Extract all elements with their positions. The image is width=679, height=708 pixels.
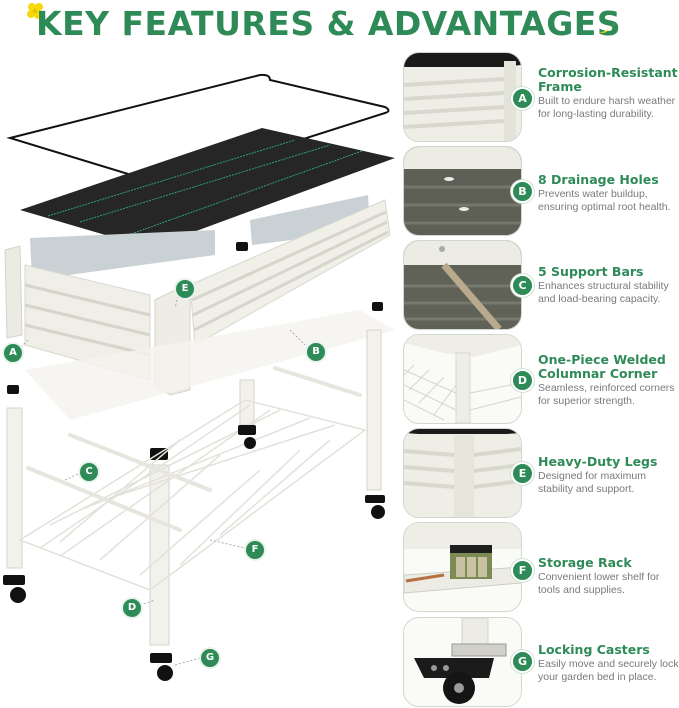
callout-a: A [2, 342, 24, 364]
frame-corner-photo [403, 52, 522, 142]
legs-photo [403, 428, 522, 518]
leg [366, 329, 382, 491]
feature-g-badge: G [511, 650, 534, 673]
callout-d: D [121, 597, 143, 619]
feature-d-badge: D [511, 369, 534, 392]
feature-g: Locking Casters Easily move and securely… [538, 643, 679, 683]
feature-c-title: 5 Support Bars [538, 264, 644, 279]
drainage-holes-photo [403, 146, 522, 236]
feature-a-desc: Built to endure harsh weather for long-l… [538, 95, 676, 120]
flower-icon [27, 3, 43, 19]
feature-a-badge: A [511, 87, 534, 110]
callout-b: B [305, 341, 327, 363]
feature-b-title: 8 Drainage Holes [538, 172, 659, 187]
leg [6, 407, 23, 569]
feature-a: Corrosion-Resistant Frame Built to endur… [538, 66, 679, 120]
feature-a-title: Corrosion-Resistant Frame [538, 65, 678, 94]
weed-barrier-fabric [20, 128, 395, 248]
feature-f-title: Storage Rack [538, 555, 632, 570]
leg [149, 464, 170, 646]
callout-g: G [199, 647, 221, 669]
page-title: KEY FEATURES & ADVANTAGES [36, 4, 622, 43]
feature-c: 5 Support Bars Enhances structural stabi… [538, 265, 679, 305]
caster [3, 425, 385, 681]
feature-e: Heavy-Duty Legs Designed for maximum sta… [538, 455, 679, 495]
welded-corner-photo [403, 334, 522, 424]
casters-photo [403, 617, 522, 707]
feature-d-title: One-Piece Welded Columnar Corner [538, 352, 666, 381]
feature-b-desc: Prevents water buildup, ensuring optimal… [538, 188, 671, 213]
feature-g-title: Locking Casters [538, 642, 650, 657]
exploded-diagram [3, 73, 395, 681]
feature-f-badge: F [511, 559, 534, 582]
storage-rack [18, 399, 367, 591]
feature-d: One-Piece Welded Columnar Corner Seamles… [538, 353, 679, 407]
callout-c: C [78, 461, 100, 483]
callout-f: F [244, 539, 266, 561]
support-bars-photo [403, 240, 522, 330]
side-panel-right [189, 199, 391, 346]
feature-g-desc: Easily move and securely lock your garde… [538, 658, 679, 683]
callout-e: E [174, 278, 196, 300]
feature-e-title: Heavy-Duty Legs [538, 454, 658, 469]
leaf-icon [599, 22, 615, 33]
end-panel [4, 245, 23, 339]
feature-b: 8 Drainage Holes Prevents water buildup,… [538, 173, 679, 213]
feature-e-desc: Designed for maximum stability and suppo… [538, 470, 646, 495]
feature-c-desc: Enhances structural stability and load-b… [538, 280, 669, 305]
feature-f: Storage Rack Convenient lower shelf for … [538, 556, 679, 596]
feature-b-badge: B [511, 180, 534, 203]
feature-d-desc: Seamless, reinforced corners for superio… [538, 382, 675, 407]
feature-f-desc: Convenient lower shelf for tools and sup… [538, 571, 660, 596]
feature-c-badge: C [511, 274, 534, 297]
storage-rack-photo [403, 522, 522, 612]
feature-e-badge: E [511, 462, 534, 485]
